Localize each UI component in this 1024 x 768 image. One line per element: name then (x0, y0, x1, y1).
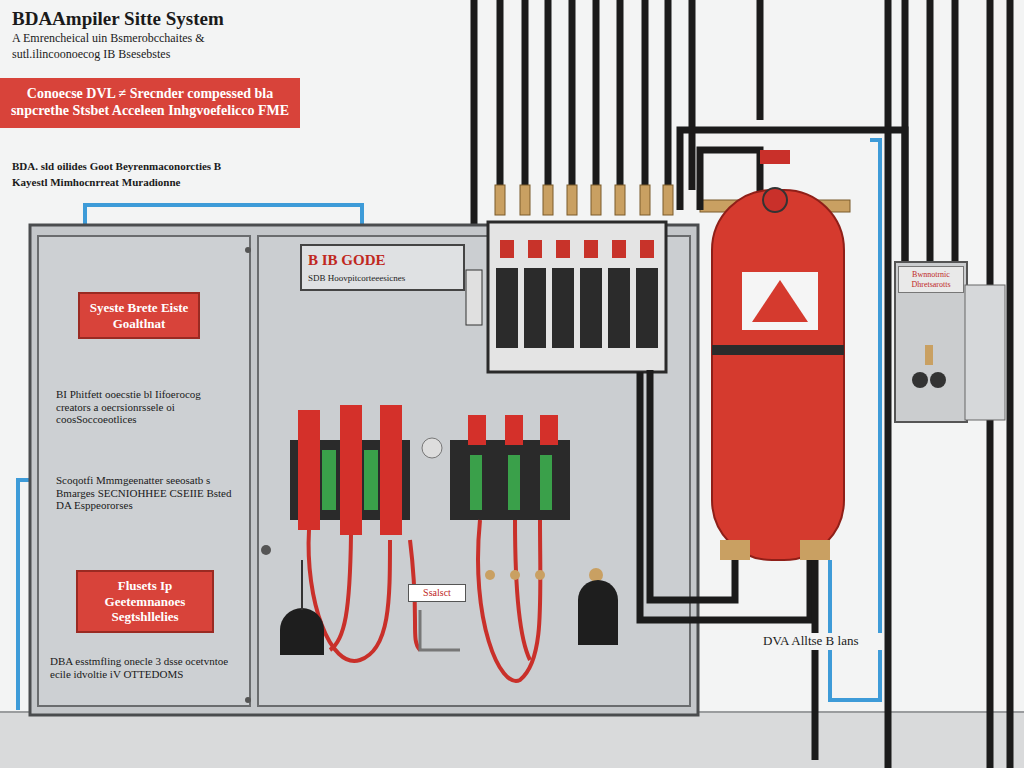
node-heading: B IB GODE (308, 251, 457, 269)
pipe-label: DVA Alltse B lans (760, 633, 884, 650)
note-text: Kayestl Mimhocnrreat Muradionne (12, 176, 312, 189)
warning-box: Flusets Ip Geetemnanoes Segtshllelies (76, 570, 214, 633)
node-body: SDB Hoovpitcorteeesicnes (308, 273, 457, 284)
note-text: BDA. sld oilides Goot Beyrenmaconorcties… (12, 160, 312, 173)
diagram-title: BDAAmpiler Sitte System (12, 8, 224, 30)
panel-text: DBA esstmfling onecle 3 dsse ocetvntoe e… (50, 655, 240, 680)
subtitle: sutl.ilincoonoecog IB Bsesebstes (12, 48, 312, 62)
node-heading: Syeste Brete Eiste Goaltlnat (86, 300, 192, 331)
node-heading: Ssalsct (412, 587, 462, 599)
wall-box: Bwnnotrnic Dhretsarotts (898, 266, 964, 293)
node-heading: Flusets Ip Geetemnanoes Segtshllelies (84, 578, 206, 625)
node-heading: Conoecse DVL ≠ Srecnder compessed bla sn… (10, 86, 290, 120)
header-band: Conoecse DVL ≠ Srecnder compessed bla sn… (0, 78, 300, 128)
node-heading: Bwnnotrnic Dhretsarotts (902, 270, 960, 289)
panel-text: BI Phitfett ooecstie bl Iifoerocog creat… (56, 388, 231, 426)
warning-box: Syeste Brete Eiste Goaltlnat (78, 292, 200, 339)
subtitle: A Emrencheical uin Bsmerobcchaites & (12, 32, 312, 46)
control-panel: B IB GODE SDB Hoovpitcorteeesicnes (300, 244, 465, 291)
tag-label: Ssalsct (408, 584, 466, 602)
panel-text: Scoqotfi Mmmgeenatter seeosatb s Bmarges… (56, 474, 236, 512)
